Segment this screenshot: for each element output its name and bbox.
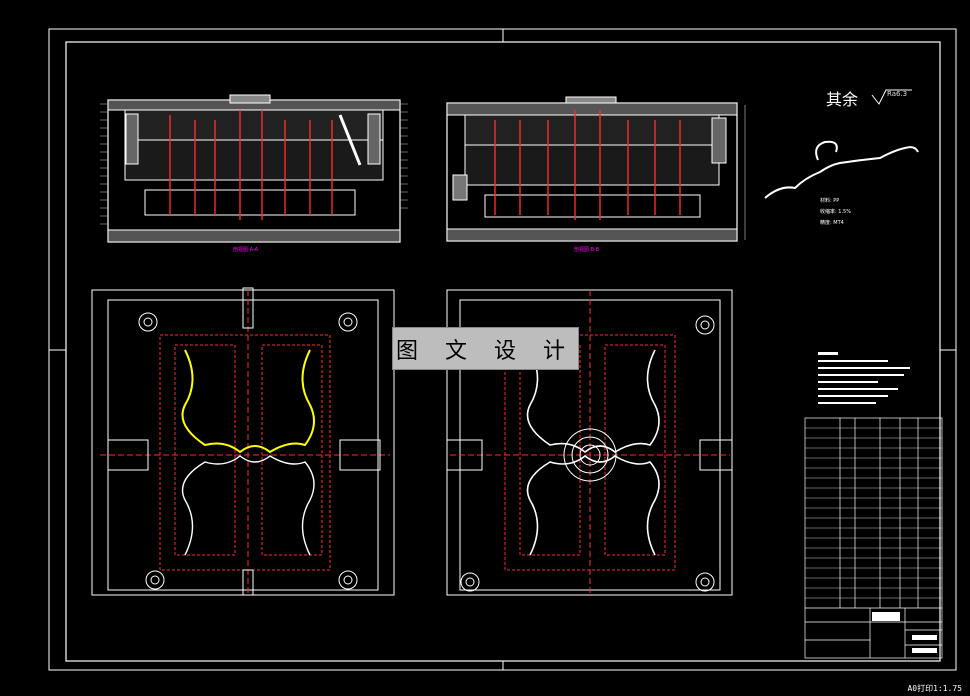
parts-list-rows [805, 427, 942, 599]
section-caption-b: 剖视图 B-B [574, 246, 600, 253]
print-scale-note: A0打印1:1.75 [907, 684, 962, 693]
technical-requirements [818, 352, 910, 404]
section-view-a [100, 94, 408, 243]
drawing-frame [48, 28, 957, 671]
part-notes: 材料: PP 收缩率: 1.5% 精度: MT4 [820, 197, 851, 226]
note-shrinkage: 收缩率: 1.5% [820, 208, 851, 215]
plan-view-moving-half [91, 287, 395, 596]
section-view-b [446, 96, 746, 242]
roughness-symbol-icon [871, 89, 912, 105]
watermark-label: 图 文 设 计 [392, 327, 579, 370]
title-block-name-cell [872, 612, 900, 621]
surface-finish-label: 其余 [826, 90, 859, 109]
note-tolerance: 精度: MT4 [820, 219, 844, 226]
title-block-drawing-no [912, 635, 937, 640]
part-profile-curve [764, 140, 919, 199]
note-material: 材料: PP [820, 197, 839, 204]
section-caption-a: 剖视图 A-A [233, 246, 259, 253]
plan-view-fixed-half [446, 289, 733, 596]
surface-roughness-value: Ra6.3 [887, 90, 908, 98]
title-block-company [912, 648, 937, 653]
